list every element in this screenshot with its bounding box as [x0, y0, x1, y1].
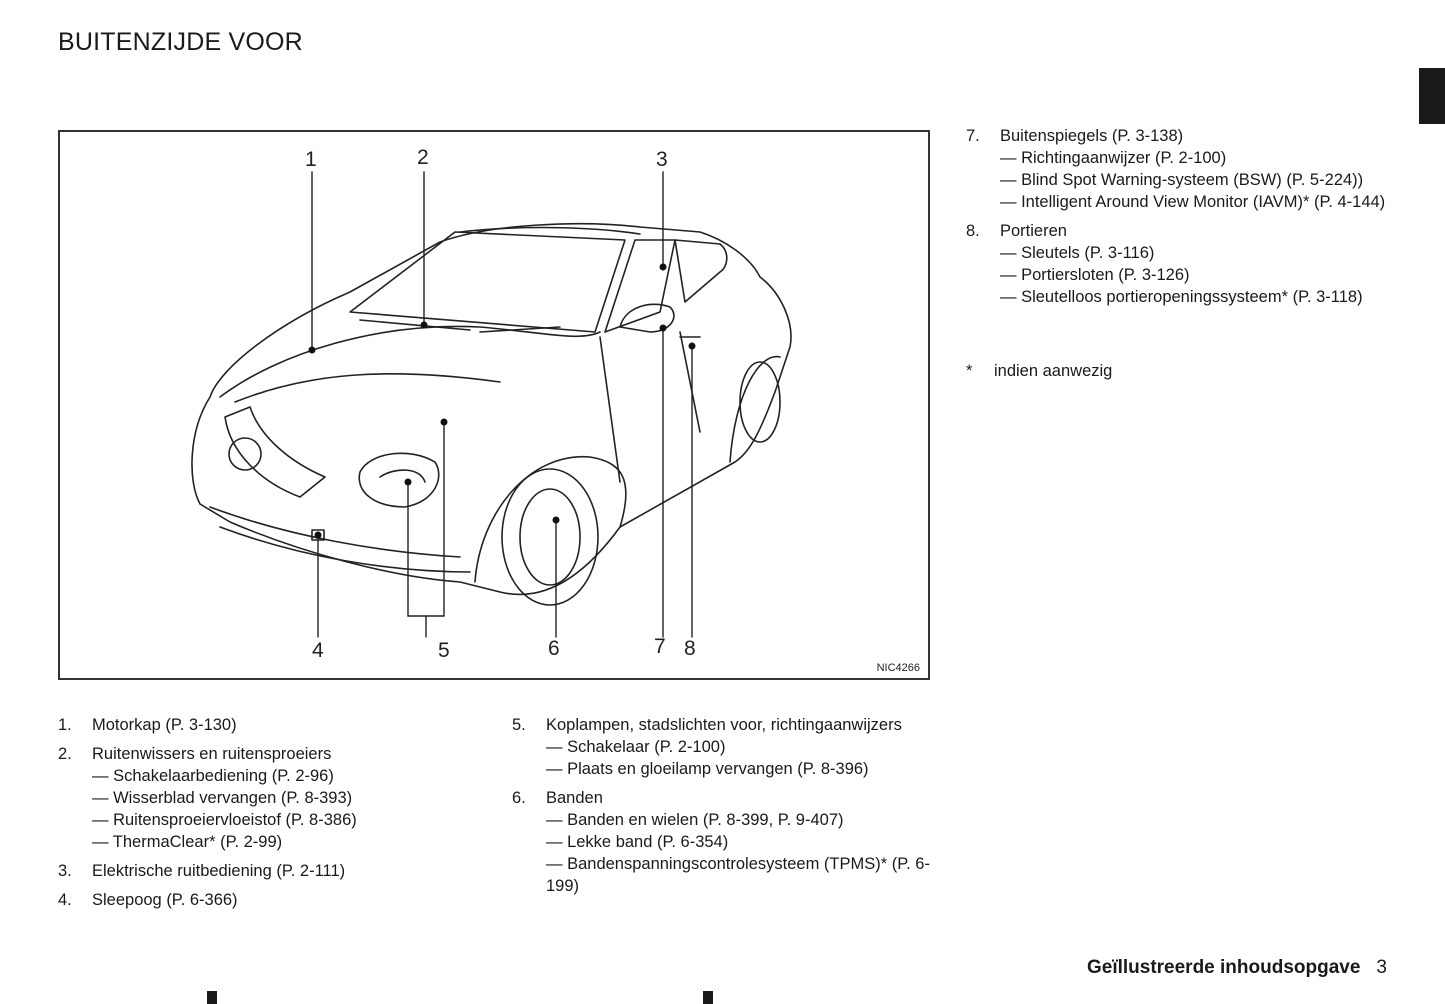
callout-1: 1: [305, 148, 317, 171]
list-item-number: 1.: [58, 716, 72, 734]
list-item: 2. Ruitenwissers en ruitensproeiers — Scha…: [58, 743, 478, 853]
list-item-number: 2.: [58, 745, 72, 763]
footnote-mark: *: [966, 362, 973, 380]
list-subitem: — Plaats en gloeilamp vervangen (P. 8-39…: [546, 760, 869, 778]
list-item: 4. Sleepoog (P. 6-366): [58, 889, 478, 911]
car-drawing: [191, 171, 792, 638]
list-item-text: Portieren: [1000, 222, 1067, 240]
list-item-number: 5.: [512, 716, 526, 734]
crop-mark-left: [207, 991, 217, 1004]
list-item-text: Sleepoog (P. 6-366): [92, 891, 238, 909]
list-subitem: — Portiersloten (P. 3-126): [1000, 266, 1190, 284]
headlight: [358, 452, 440, 508]
list-item-text: Elektrische ruitbediening (P. 2-111): [92, 862, 346, 880]
list-item-text: Koplampen, stadslichten voor, richtingaa…: [546, 716, 902, 734]
nissan-badge: [228, 437, 262, 471]
list-item: 1. Motorkap (P. 3-130): [58, 714, 478, 736]
list-item-text: Motorkap (P. 3-130): [92, 716, 237, 734]
list-subitem: — Richtingaanwijzer (P. 2-100): [1000, 149, 1227, 167]
callout-4: 4: [312, 639, 324, 662]
right-list: 7. Buitenspiegels (P. 3-138) — Richtingaan…: [966, 125, 1396, 315]
figure-code: NIC4266: [876, 662, 920, 674]
callout-8: 8: [684, 637, 696, 660]
list-subitem: — Schakelaarbediening (P. 2-96): [92, 767, 334, 785]
list-subitem: — ThermaClear* (P. 2-99): [92, 833, 283, 851]
list-item-number: 4.: [58, 891, 72, 909]
left-list: 1. Motorkap (P. 3-130) 2. Ruitenwissers en …: [58, 714, 478, 918]
list-subitem: — Schakelaar (P. 2-100): [546, 738, 726, 756]
list-item-number: 6.: [512, 789, 526, 807]
list-subitem: — Sleutelloos portieropeningssysteem* (P…: [1000, 288, 1363, 306]
list-subitem: — Banden en wielen (P. 8-399, P. 9-407): [546, 811, 844, 829]
callout-7: 7: [654, 635, 666, 658]
callout-6: 6: [548, 637, 560, 660]
front-wheel: [501, 468, 599, 606]
list-subitem: — Wisserblad vervangen (P. 8-393): [92, 789, 353, 807]
list-subitem: — Blind Spot Warning-systeem (BSW) (P. 5…: [1000, 171, 1364, 189]
list-item: 8. Portieren — Sleutels (P. 3-116) — Portie…: [966, 220, 1396, 308]
list-subitem: — Lekke band (P. 6-354): [546, 833, 729, 851]
list-item: 6. Banden — Banden en wielen (P. 8-399, P.…: [512, 787, 932, 897]
list-item-number: 8.: [966, 222, 980, 240]
crop-mark-right: [703, 991, 713, 1004]
list-item-text: Ruitenwissers en ruitensproeiers: [92, 745, 332, 763]
list-subitem: — Ruitensproeiervloeistof (P. 8-386): [92, 811, 357, 829]
car-body-outline: [191, 222, 792, 596]
list-subitem: — Intelligent Around View Monitor (IAVM)…: [1000, 193, 1386, 211]
list-item-number: 7.: [966, 127, 980, 145]
list-item: 7. Buitenspiegels (P. 3-138) — Richtingaan…: [966, 125, 1396, 213]
list-item-text: Banden: [546, 789, 603, 807]
section-tab-marker: [1419, 68, 1445, 124]
callout-5: 5: [438, 639, 450, 662]
list-item-text: Buitenspiegels (P. 3-138): [1000, 127, 1184, 145]
footer-section-title: Geïllustreerde inhoudsopgave: [1086, 957, 1361, 978]
footnote-text: indien aanwezig: [994, 362, 1113, 380]
page-number: 3: [1376, 957, 1387, 978]
middle-list: 5. Koplampen, stadslichten voor, richting…: [512, 714, 932, 904]
callout-3: 3: [656, 148, 668, 171]
rear-wheel: [739, 361, 781, 443]
footnote: * indien aanwezig: [966, 360, 1112, 382]
list-item: 3. Elektrische ruitbediening (P. 2-111): [58, 860, 478, 882]
list-item: 5. Koplampen, stadslichten voor, richting…: [512, 714, 932, 780]
callout-2: 2: [417, 146, 429, 169]
list-subitem: — Bandenspanningscontrolesysteem (TPMS)*…: [546, 855, 930, 895]
list-subitem: — Sleutels (P. 3-116): [1000, 244, 1155, 262]
list-item-number: 3.: [58, 862, 72, 880]
page-title: BUITENZIJDE VOOR: [58, 28, 303, 56]
car-illustration: 1 2 3 4 5 6 7 8 NIC4266: [58, 130, 930, 680]
page-footer: Geïllustreerde inhoudsopgave 3: [1087, 957, 1387, 979]
